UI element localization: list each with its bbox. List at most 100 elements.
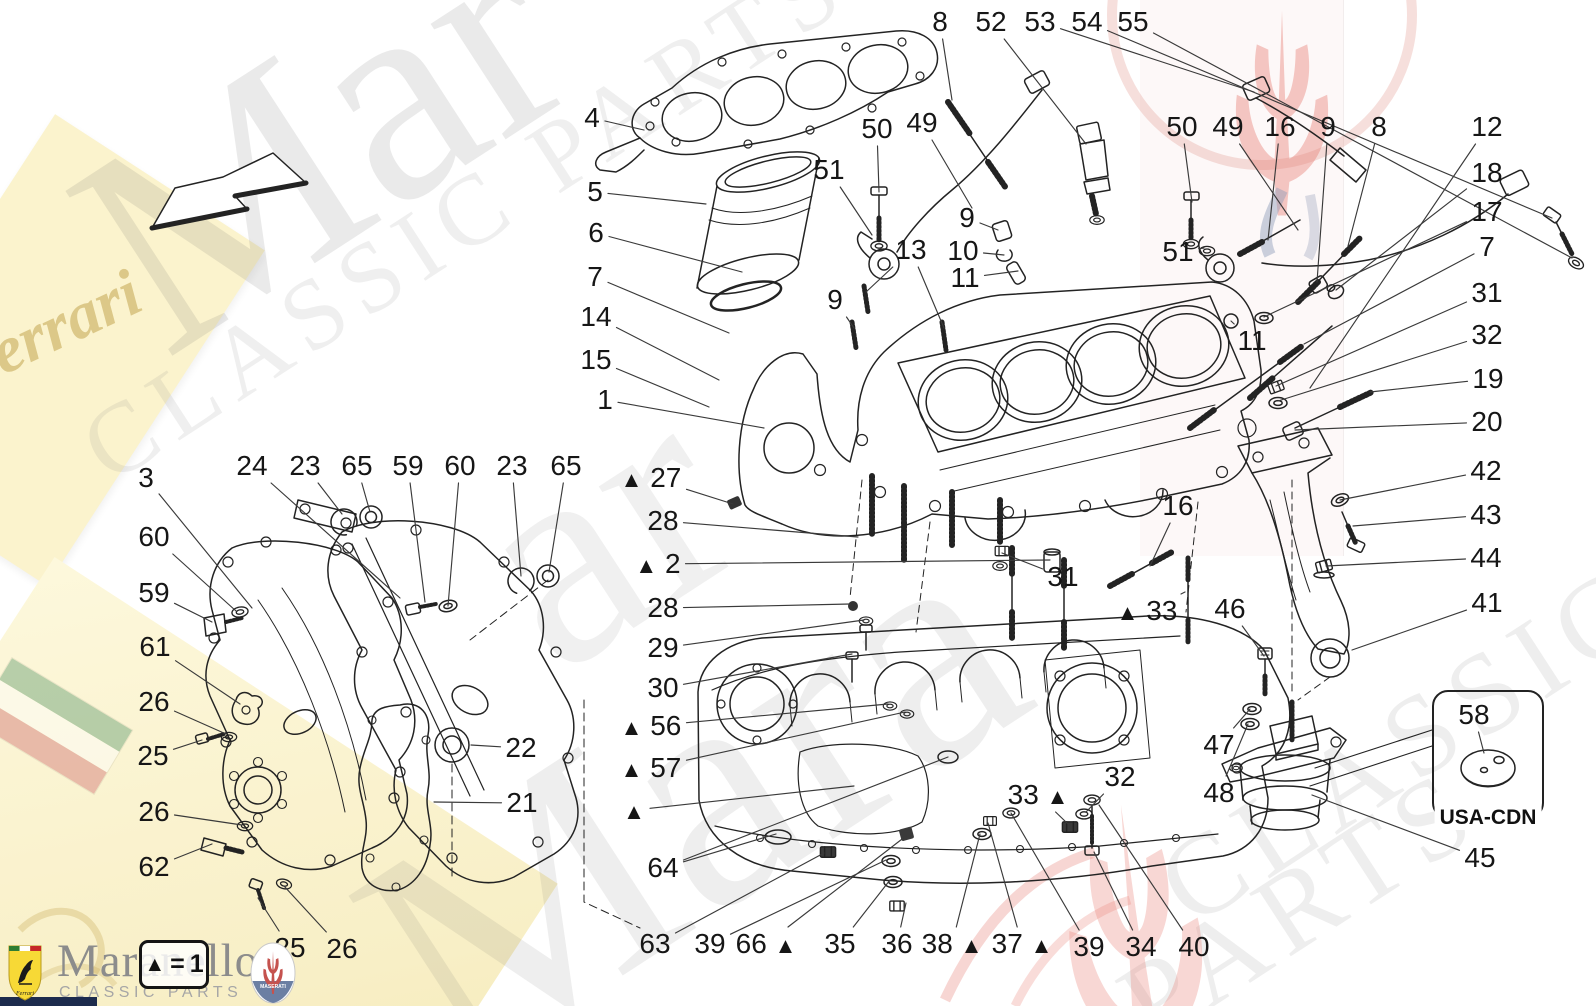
part-number-label: 10: [947, 235, 979, 266]
part-number-label: 53: [1024, 6, 1056, 37]
maserati-badge-logo: MASERATI: [250, 942, 296, 1004]
part-number-label: 40: [1178, 931, 1210, 962]
part-number-label: 24: [236, 450, 268, 481]
part-number-label: 16: [1264, 111, 1296, 142]
part-number-label: 30: [647, 672, 679, 703]
bottom-strip: [0, 997, 97, 1006]
part-number-label: 48: [1203, 777, 1235, 808]
part-number-label: 3: [138, 462, 154, 493]
part-number-label: 49: [906, 107, 938, 138]
part-number-label: 60: [444, 450, 476, 481]
usa-cdn-label: USA-CDN: [1434, 806, 1542, 830]
ferrari-shield-logo: Ferrari: [8, 945, 42, 1001]
part-number-label: 23: [496, 450, 528, 481]
part-number-label: 20: [1471, 406, 1503, 437]
part-number-label: 9: [1320, 111, 1336, 142]
part-number-label: 19: [1472, 363, 1504, 394]
part-number-label: 44: [1470, 542, 1502, 573]
svg-text:MASERATI: MASERATI: [260, 984, 286, 990]
part-number-label: 51: [1162, 236, 1194, 267]
engine-mount-bracket: [1229, 427, 1366, 773]
crankcase-lower-half: [697, 615, 1291, 884]
part-number-label: 39: [1073, 931, 1105, 962]
part-number-label: 65: [341, 450, 373, 481]
part-number-label: 60: [138, 521, 170, 552]
part-number-label: 59: [138, 577, 170, 608]
part-number-label: ▲ 56: [620, 710, 682, 741]
usa-cdn-plug-disc: [1460, 749, 1516, 788]
part-number-label: 15: [580, 344, 612, 375]
part-number-label: 25: [137, 740, 169, 771]
part-number-label: 4: [584, 102, 600, 133]
part-number-label: 21: [506, 787, 538, 818]
part-number-label: 18: [1471, 157, 1503, 188]
part-number-label: 26: [138, 686, 170, 717]
part-number-label: 9: [827, 284, 843, 315]
part-number-label: 11: [1237, 325, 1267, 356]
part-number-label: 61: [139, 631, 171, 662]
part-number-label: 43: [1470, 499, 1502, 530]
timing-chain-gasket: [358, 579, 641, 929]
timing-cover-front: [293, 499, 579, 884]
part-number-label: 16: [1162, 490, 1194, 521]
part-number-label: 29: [647, 632, 679, 663]
direction-arrow-icon: [149, 152, 309, 231]
part-number-label: 41: [1471, 587, 1503, 618]
part-number-label: 49: [1212, 111, 1244, 142]
head-gasket: [595, 30, 939, 173]
part-number-label: 50: [1166, 111, 1198, 142]
sump-fasteners: [764, 750, 1101, 912]
maserati-trident-watermarks: [17, 0, 1417, 1006]
part-number-label: 14: [580, 301, 612, 332]
part-number-label: 32: [1471, 319, 1503, 350]
legend-box: ▲ = 1: [139, 940, 209, 989]
crankcase-upper-block: [738, 281, 1262, 541]
part-number-label: 58: [1458, 699, 1490, 730]
part-number-label: 62: [138, 851, 170, 882]
part-number-label: ▲ 33: [1116, 595, 1178, 626]
legend-value: 1: [189, 950, 204, 978]
part-number-label: 64: [647, 852, 679, 883]
part-number-label: 45: [1464, 842, 1496, 873]
part-number-label: 37 ▲: [991, 928, 1053, 959]
part-number-label: 33 ▲: [1007, 779, 1069, 810]
svg-text:Ferrari: Ferrari: [15, 991, 34, 997]
part-number-label: 39: [694, 928, 726, 959]
part-number-label: 31: [1471, 277, 1503, 308]
part-number-label: 9: [959, 202, 975, 233]
part-number-label: 23: [289, 450, 321, 481]
part-number-label: 54: [1071, 6, 1103, 37]
part-number-label: 17: [1471, 196, 1503, 227]
part-number-label: ▲ 27: [620, 462, 682, 493]
part-number-label: 11: [950, 262, 980, 293]
knock-sensor-left-assembly: [856, 70, 1051, 280]
part-number-label: 59: [392, 450, 424, 481]
part-number-label: 35: [824, 928, 856, 959]
liner-o-ring: [709, 280, 783, 312]
knock-sensor-right-assembly: [1182, 76, 1587, 283]
cover-seals-and-bolts: [194, 505, 560, 910]
part-number-label: 26: [138, 796, 170, 827]
part-number-label: 32: [1104, 761, 1136, 792]
part-number-label: 38 ▲: [921, 928, 983, 959]
part-number-label: 63: [639, 928, 671, 959]
part-number-label: 55: [1117, 6, 1149, 37]
timing-cover-rear: [205, 536, 416, 871]
cylinder-liner: [696, 151, 821, 312]
part-number-label: 22: [505, 732, 537, 763]
trident-photo-watermark-band: [1140, 0, 1344, 556]
part-number-label: 47: [1203, 729, 1235, 760]
triangle-icon: ▲: [144, 952, 166, 976]
part-number-label: 31: [1047, 561, 1079, 592]
part-number-label: 34: [1125, 931, 1157, 962]
part-number-label: 52: [975, 6, 1007, 37]
part-number-label: 7: [1479, 231, 1495, 262]
part-number-label: 1: [597, 384, 613, 415]
crank-seal: [434, 727, 470, 763]
part-number-label: 5: [587, 176, 603, 207]
part-number-label: 51: [813, 154, 845, 185]
part-number-label: 8: [1371, 111, 1387, 142]
part-number-label: 26: [326, 933, 358, 964]
